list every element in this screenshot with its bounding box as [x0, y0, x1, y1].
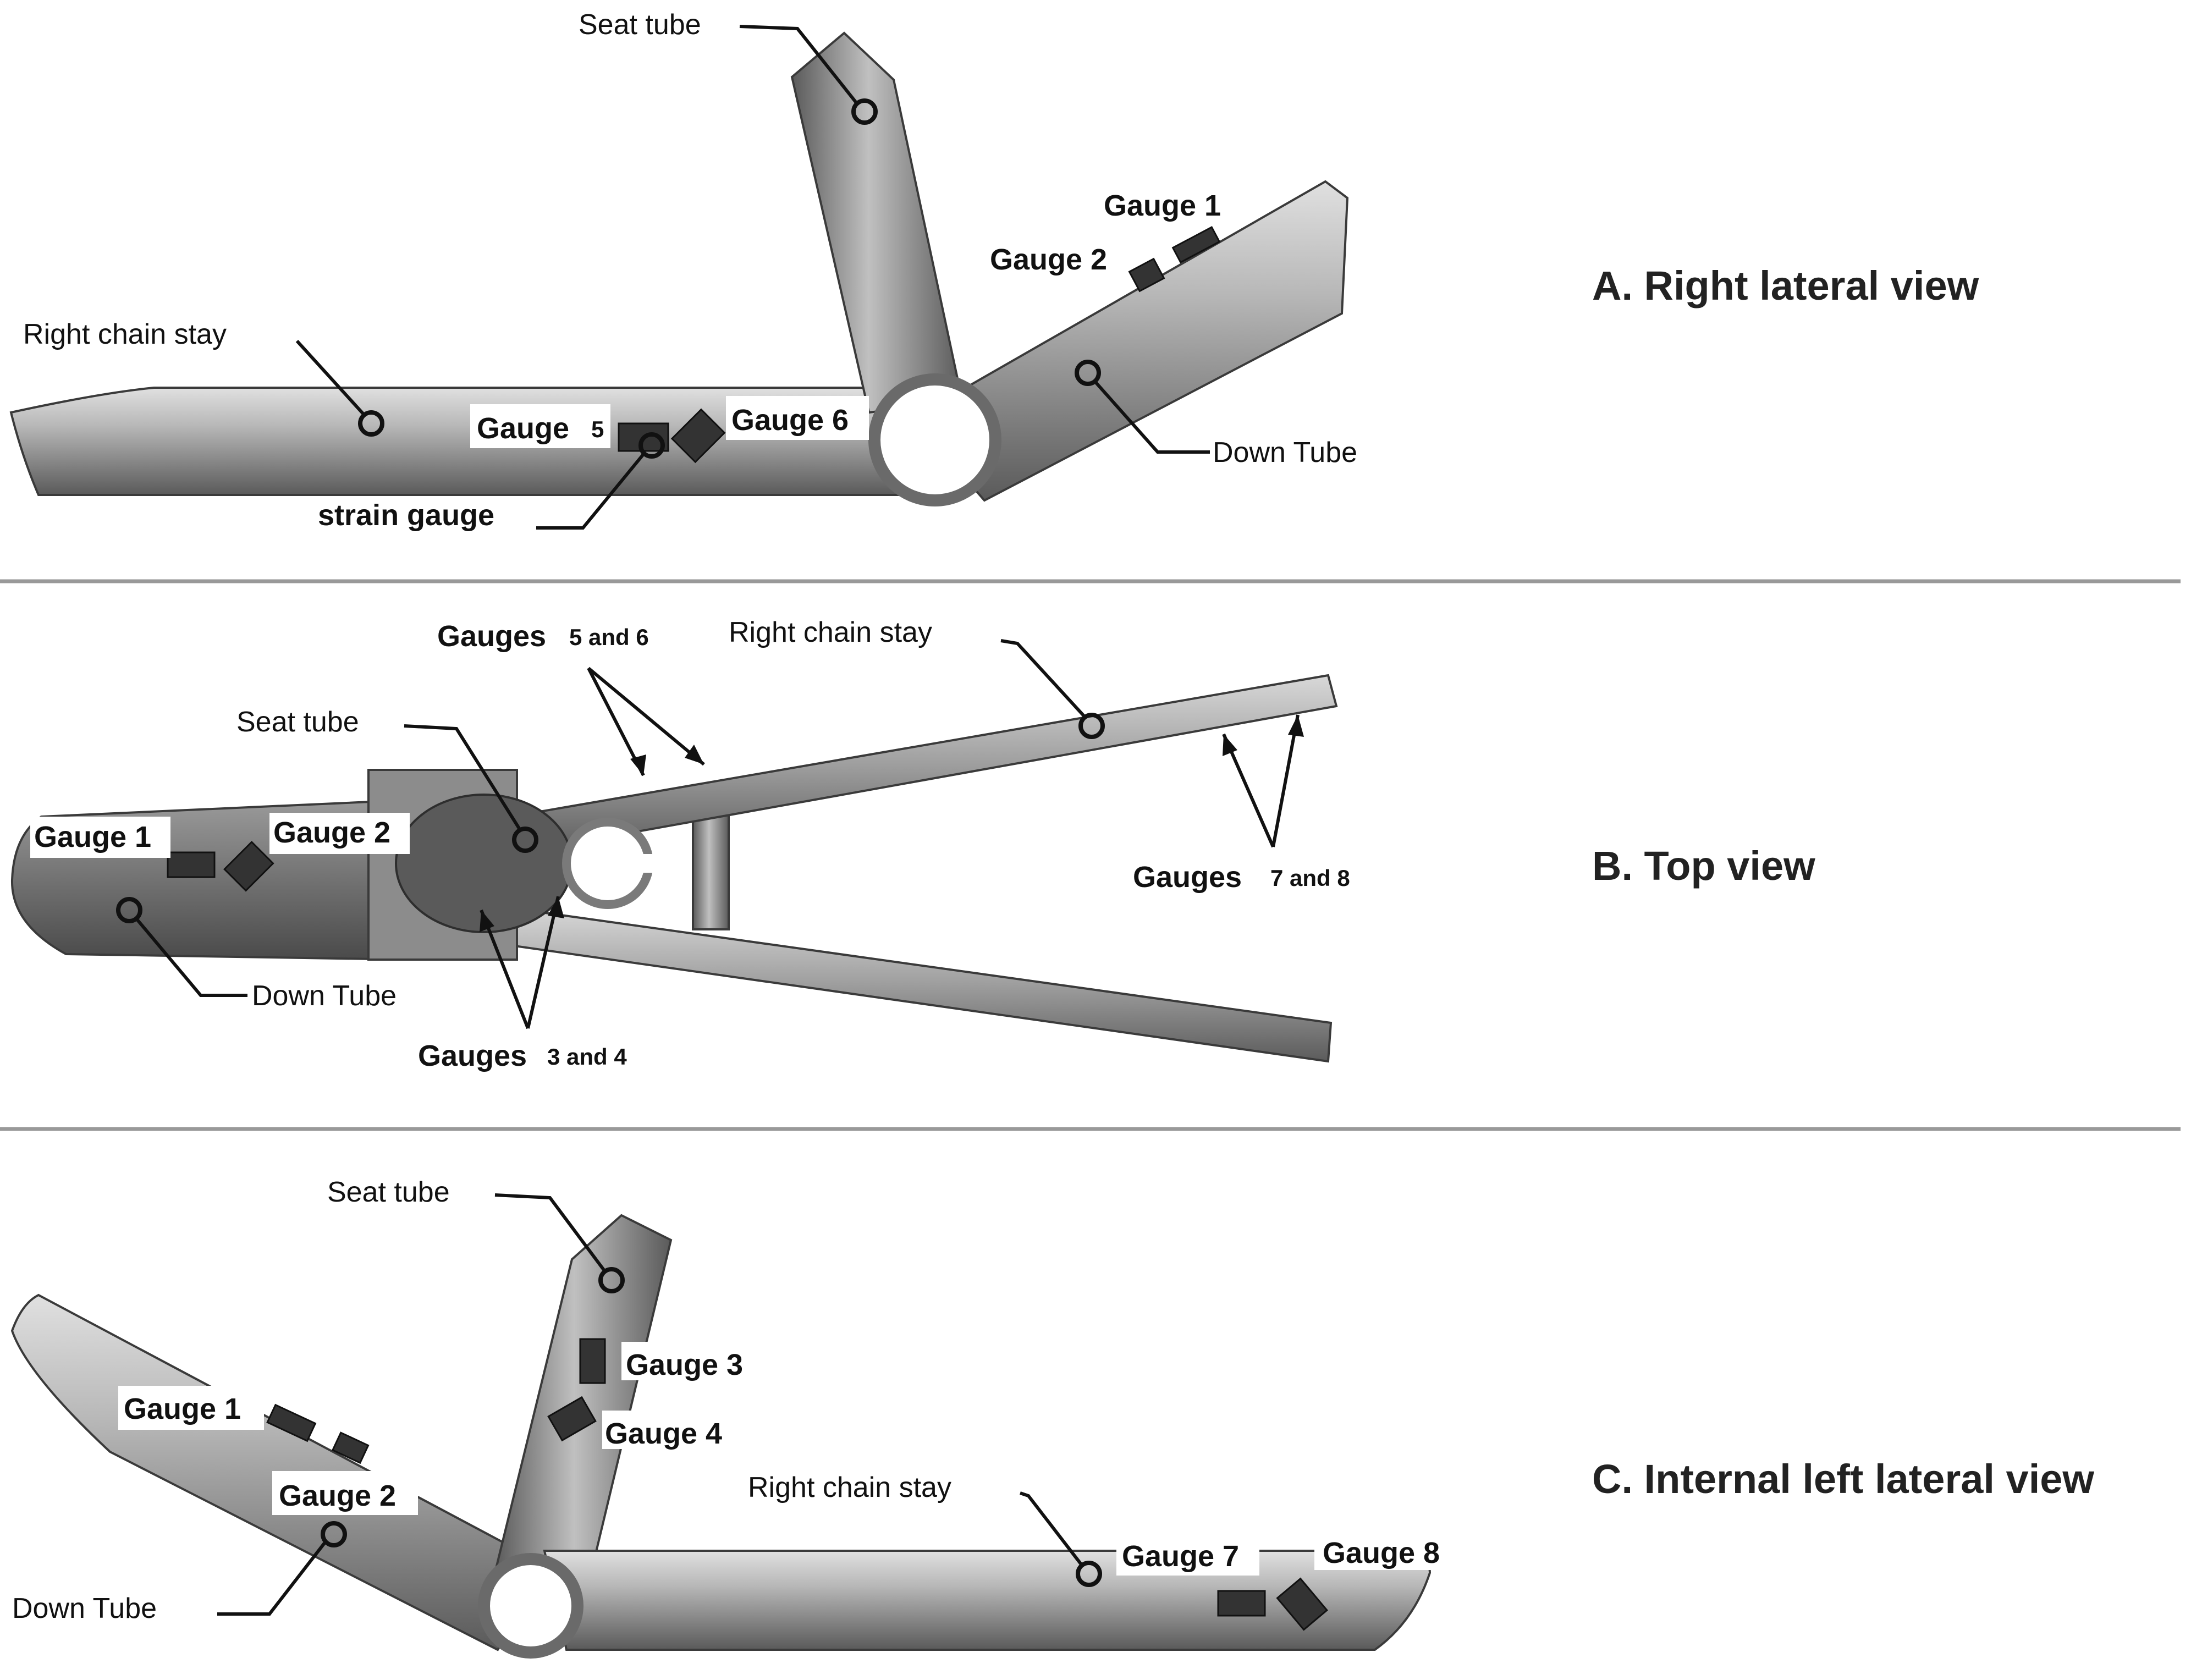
arrowhead-6-b — [685, 745, 704, 764]
arrow-gauge-3-b — [480, 909, 530, 1029]
arrowhead-4-b — [548, 896, 564, 918]
brace-b — [692, 805, 730, 930]
label-strain-gauge-a: strain gauge — [318, 499, 494, 532]
bottom-bracket-a — [868, 373, 1001, 506]
label-bg-gauge3-c — [621, 1342, 756, 1380]
label-bg-gauge4-c — [602, 1411, 745, 1449]
leader-strain-a — [536, 453, 645, 530]
leader-seat-b — [404, 724, 521, 830]
panel-c: Seat tube Gauge 3 Gauge 4 Gauge 1 Gauge … — [10, 1176, 2094, 1659]
label-gauge-2-c: Gauge 2 — [279, 1479, 396, 1512]
label-gauge-1-b: Gauge 1 — [34, 820, 151, 853]
label-gauge-8-c: Gauge 8 — [1323, 1536, 1440, 1569]
panel-a: Seat tube Gauge 1 Gauge 2 Right chain st… — [9, 9, 1979, 532]
leader-down-b — [136, 919, 247, 997]
leader-chain-a — [295, 339, 365, 415]
label-bg-gauge8-c — [1314, 1532, 1463, 1570]
ring-down-b — [116, 897, 142, 923]
label-chain-stay-a: Right chain stay — [23, 318, 227, 350]
label-bg-gauge1-c — [118, 1386, 264, 1430]
arrowhead-7-b — [1223, 734, 1237, 756]
chain-stay-a — [9, 387, 914, 496]
label-gauge-6-a: Gauge 6 — [731, 404, 849, 437]
label-down-tube-c: Down Tube — [12, 1593, 157, 1624]
leader-seat-a — [739, 25, 858, 104]
bb-slot-b — [632, 854, 657, 873]
leader-chain-b — [1000, 639, 1086, 718]
seat-tube-b — [395, 794, 573, 933]
gauge-7-c — [1217, 1590, 1266, 1617]
gauge-8-c — [1276, 1577, 1328, 1631]
label-seat-tube-a: Seat tube — [579, 9, 701, 41]
seat-tube-a — [790, 31, 964, 414]
arrow-gauge-4-b — [526, 896, 560, 1029]
arrow-gauge-6-b — [587, 667, 705, 766]
label-gauges-78-b: Gauges — [1133, 861, 1242, 894]
label-bg-gauge2-b — [269, 813, 410, 854]
label-chain-stay-c: Right chain stay — [748, 1472, 951, 1503]
ring-strain-a — [638, 432, 665, 459]
chain-stay-lower-b — [493, 906, 1333, 1063]
gauge-6-a — [670, 408, 726, 464]
label-bg-gauge1-b — [30, 817, 170, 858]
label-gauge-1-c: Gauge 1 — [124, 1392, 241, 1425]
label-seat-tube-c: Seat tube — [327, 1176, 450, 1208]
label-gauges-34-b: Gauges — [418, 1039, 527, 1072]
label-bg-gauge6 — [726, 396, 869, 440]
arrow-gauge-7-b — [1222, 733, 1275, 848]
label-down-tube-b: Down Tube — [252, 980, 397, 1012]
view-title-c: C. Internal left lateral view — [1592, 1456, 2094, 1502]
label-bg-gauge7-c — [1116, 1534, 1259, 1576]
panel-b: Gauges 5 and 6 Right chain stay Seat tub… — [10, 616, 1815, 1072]
gauge-1-b — [167, 851, 216, 878]
ring-seat-a — [851, 98, 878, 125]
leader-seat-c — [494, 1193, 607, 1273]
label-down-tube-a: Down Tube — [1213, 437, 1357, 469]
label-seat-tube-b: Seat tube — [236, 706, 359, 738]
leader-down-c — [217, 1542, 326, 1616]
label-gauge-1-a: Gauge 1 — [1104, 189, 1221, 222]
label-bg-gauge2-c — [272, 1471, 418, 1515]
arrow-gauge-8-b — [1271, 714, 1300, 847]
ring-chain-a — [358, 410, 384, 437]
arrow-gauge-5-b — [587, 667, 645, 776]
gauge-3-c — [579, 1338, 606, 1384]
leader-down-a — [1094, 382, 1210, 454]
arrowhead-5-b — [630, 754, 646, 775]
label-gauge-2-b: Gauge 2 — [273, 816, 390, 849]
ring-down-a — [1075, 360, 1101, 386]
label-gauges-56-num-b: 5 and 6 — [569, 624, 649, 650]
ring-seat-c — [598, 1267, 625, 1293]
ring-seat-b — [512, 827, 538, 853]
bottom-bracket-c — [478, 1553, 583, 1659]
label-bg-gauge5 — [470, 404, 610, 448]
label-gauges-34-num-b: 3 and 4 — [547, 1044, 627, 1070]
gauge-2-a — [1128, 257, 1165, 293]
gauge-1-c — [266, 1403, 317, 1442]
ring-chain-b — [1078, 713, 1105, 739]
ring-down-c — [321, 1521, 347, 1547]
label-gauges-56-b: Gauges — [437, 620, 546, 653]
label-gauge-2-a: Gauge 2 — [990, 243, 1107, 276]
leader-chain-c — [1020, 1491, 1083, 1566]
label-gauges-78-num-b: 7 and 8 — [1270, 865, 1350, 891]
label-gauge-3-c: Gauge 3 — [626, 1348, 743, 1381]
label-gauge-5-a: Gauge — [477, 412, 569, 445]
ring-chain-c — [1076, 1561, 1102, 1587]
gauge-2-c — [331, 1431, 370, 1464]
label-gauge-4-c: Gauge 4 — [605, 1417, 722, 1450]
arrowhead-8-b — [1288, 715, 1304, 737]
gauge-2-b — [223, 841, 274, 892]
view-title-b: B. Top view — [1592, 843, 1815, 889]
label-chain-stay-b: Right chain stay — [729, 616, 932, 648]
gauge-1-a — [1171, 225, 1221, 264]
gauge-4-c — [547, 1396, 597, 1442]
label-gauge-7-c: Gauge 7 — [1122, 1540, 1239, 1573]
label-gauge-5-num-a: 5 — [591, 416, 604, 442]
view-title-a: A. Right lateral view — [1592, 263, 1979, 309]
arrowhead-3-b — [480, 910, 494, 932]
